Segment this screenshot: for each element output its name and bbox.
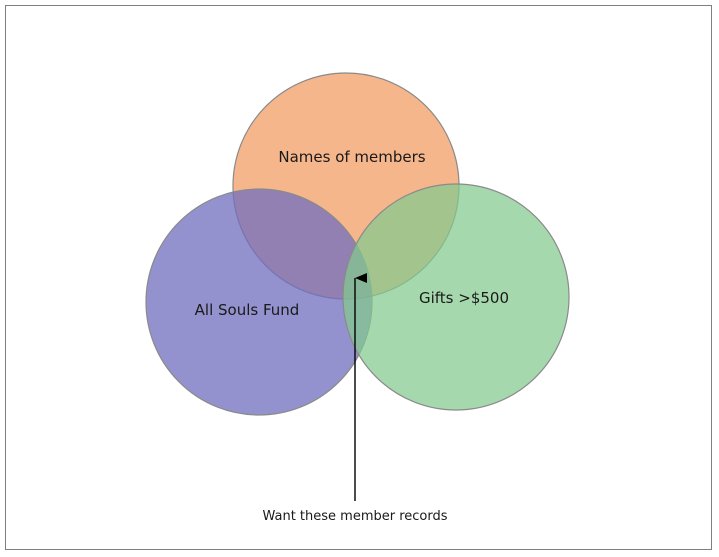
callout-label: Want these member records — [262, 509, 447, 524]
diagram-frame — [5, 5, 712, 550]
label-all-souls-fund: All Souls Fund — [195, 301, 300, 319]
label-gifts-over-500: Gifts >$500 — [419, 289, 509, 307]
label-names-of-members: Names of members — [278, 148, 425, 166]
circle-gifts-over-500 — [342, 183, 570, 411]
